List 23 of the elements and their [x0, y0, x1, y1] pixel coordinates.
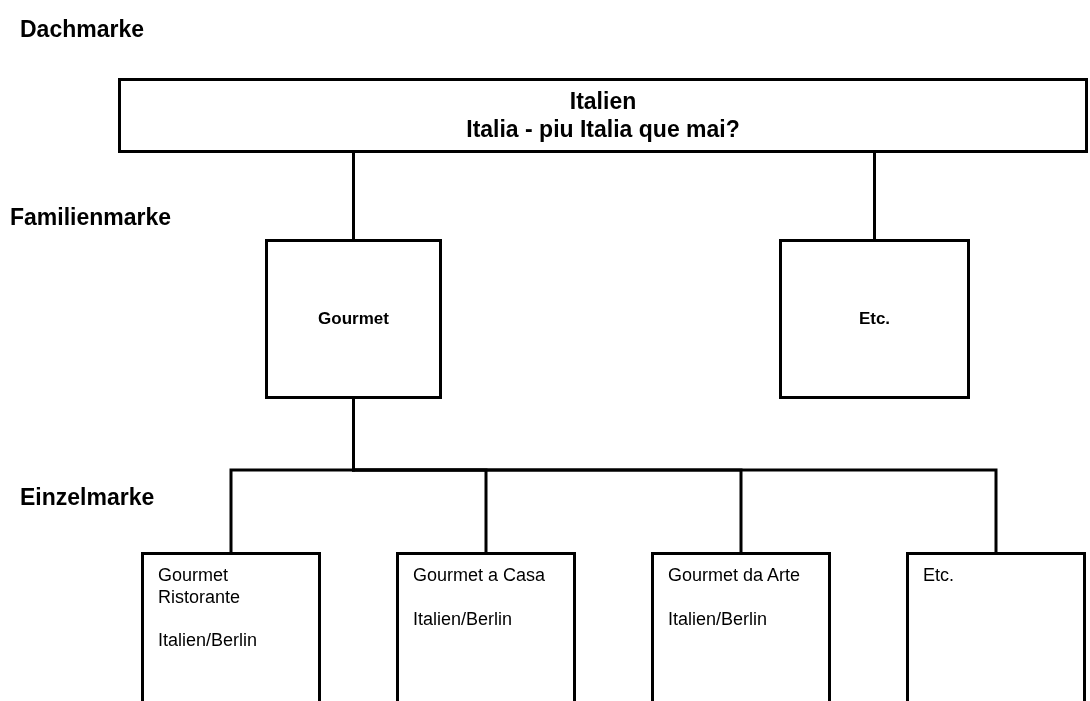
connector-line: [873, 153, 876, 239]
box: [265, 239, 442, 399]
box: [141, 552, 321, 701]
level-label: Einzelmarke: [20, 484, 155, 511]
box: [779, 239, 970, 399]
box-title: Gourmet: [318, 308, 389, 330]
box-title: Etc.: [858, 308, 891, 330]
box-title: Gourmet Ristorante: [158, 565, 242, 609]
box: [651, 552, 831, 701]
box: [906, 552, 1086, 701]
box: [118, 78, 1088, 153]
box-title: Gourmet a Casa: [413, 565, 546, 587]
box-title: Italien: [569, 87, 637, 116]
box: [396, 552, 576, 701]
level-label: Dachmarke: [20, 16, 145, 43]
box-subtitle: Italien/Berlin: [413, 608, 513, 631]
box-subtitle: Italien/Berlin: [158, 630, 258, 652]
box-title: Etc.: [923, 565, 954, 587]
level-label: Familienmarke: [10, 204, 172, 231]
box-title: Gourmet da Arte: [668, 565, 801, 587]
connector-line: [352, 153, 355, 239]
box-subtitle: Italia - piu Italia que mai?: [466, 115, 740, 144]
box-subtitle: Italien/Berlin: [668, 608, 768, 631]
